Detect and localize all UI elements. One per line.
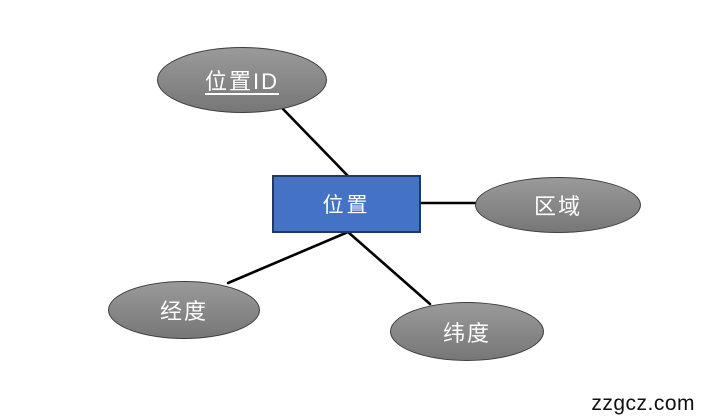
attribute-region-label: 区域 bbox=[533, 194, 582, 219]
attribute-region: 区域 bbox=[475, 177, 641, 233]
attribute-latitude-label: 纬度 bbox=[442, 320, 491, 346]
attribute-longitude: 经度 bbox=[108, 281, 260, 339]
watermark-text: zzgcz.com bbox=[591, 392, 695, 415]
entity-location-label: 位置 bbox=[322, 194, 371, 217]
attribute-location-id: 位置ID bbox=[157, 47, 327, 113]
entity-location: 位置 bbox=[272, 175, 421, 233]
attribute-location-id-label: 位置ID bbox=[204, 69, 279, 94]
attribute-longitude-label: 经度 bbox=[159, 299, 208, 324]
attribute-latitude: 纬度 bbox=[390, 302, 544, 361]
connector-locationid-entity bbox=[281, 107, 350, 178]
connector-entity-longitude bbox=[226, 230, 350, 285]
connector-entity-latitude bbox=[346, 230, 432, 306]
